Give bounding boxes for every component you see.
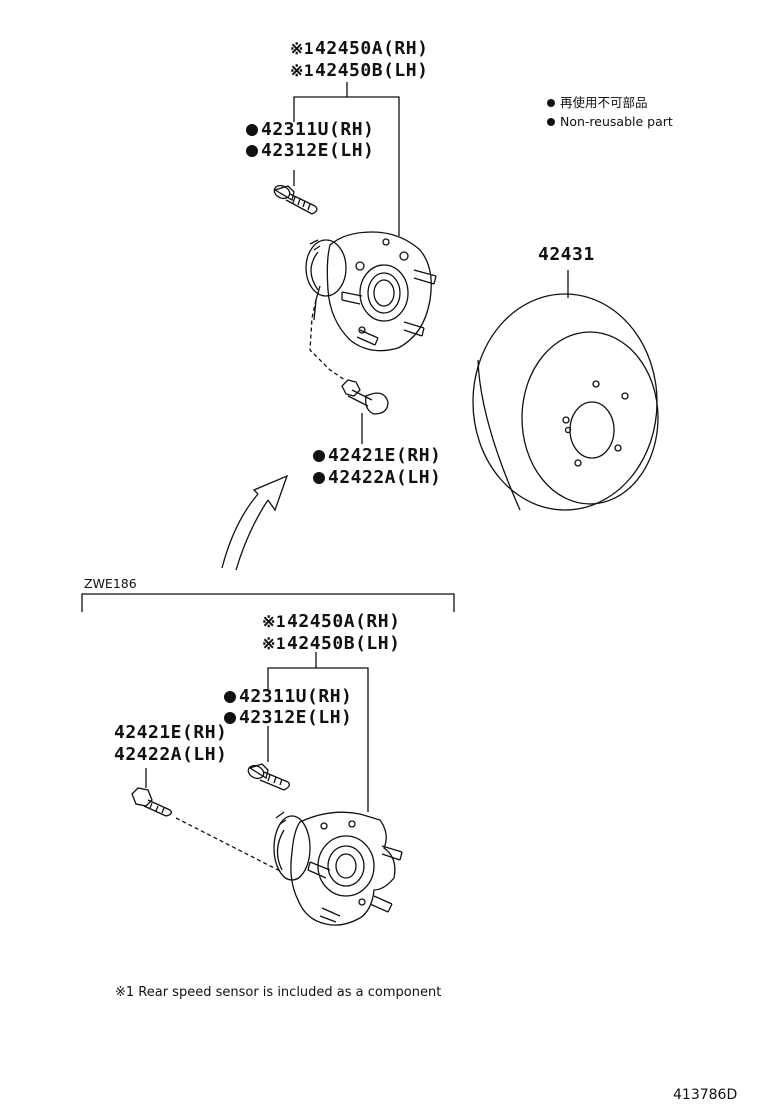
model-code-label: ZWE186 [84,576,137,591]
filled-circle-icon [547,118,555,126]
top-mounting-dashed-line [309,299,346,381]
disc-label: 42431 [538,244,595,265]
bottom-mount-bolt-rh-label: 42421E(RH) [114,722,228,743]
bottom-hub-bolt-rh-label: 42311U(RH) [224,688,352,706]
bottom-mounting-dashed-line [175,817,283,873]
bottom-mounting-bolt-part [131,787,172,817]
footnote: ※1 Rear speed sensor is included as a co… [115,985,442,1000]
non-reusable-marker-icon [246,145,258,157]
top-hub-assembly-part [305,231,437,352]
diagram-id: 413786D [673,1087,738,1103]
non-reusable-marker-icon [224,712,236,724]
bottom-hub-bolt-lh-label: 42312E(LH) [224,709,352,727]
non-reusable-marker-icon [224,691,236,703]
legend-jp: 再使用不可部品 [547,96,648,110]
top-mount-bolt-rh-label: 42421E(RH) [313,447,441,465]
top-mounting-bolt-part [341,379,389,415]
top-hub-bolt-part [273,184,318,215]
bottom-leader-lines [145,652,369,812]
variant-group-bracket [81,593,455,612]
top-hub-bolt-lh-label: 42312E(LH) [246,142,374,160]
non-reusable-marker-icon [246,124,258,136]
top-hub-rh-label: ※142450A(RH) [290,38,429,59]
non-reusable-marker-icon [313,472,325,484]
top-mount-bolt-lh-label: 42422A(LH) [313,469,441,487]
legend-en: Non-reusable part [547,115,673,129]
variant-reference-arrow [221,474,289,571]
bottom-hub-assembly-part [273,811,403,926]
bottom-hub-lh-label: ※142450B(LH) [262,633,401,654]
non-reusable-marker-icon [313,450,325,462]
brake-disc-part [472,293,659,511]
top-hub-lh-label: ※142450B(LH) [290,60,429,81]
top-leader-lines [293,82,569,444]
top-hub-bolt-rh-label: 42311U(RH) [246,121,374,139]
filled-circle-icon [547,99,555,107]
bottom-hub-bolt-part [247,763,290,791]
bottom-hub-rh-label: ※142450A(RH) [262,611,401,632]
bottom-mount-bolt-lh-label: 42422A(LH) [114,744,228,765]
